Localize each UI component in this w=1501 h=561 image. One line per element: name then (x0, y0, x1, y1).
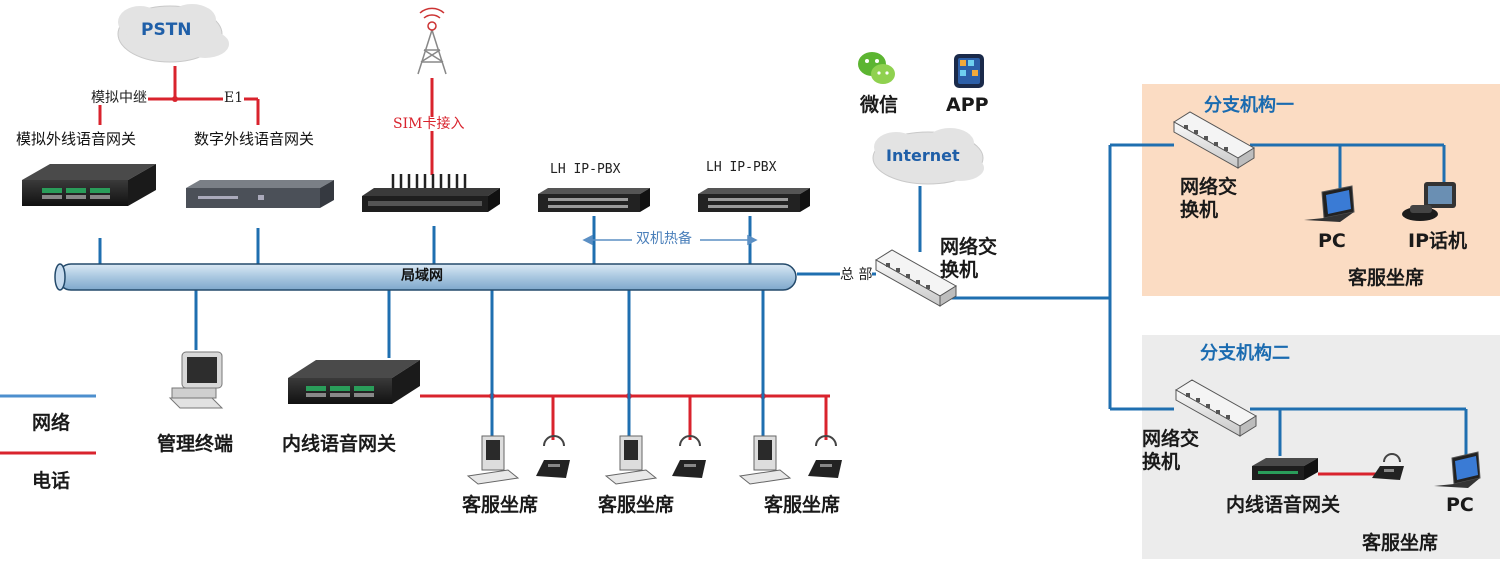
admin-computer-icon (168, 351, 224, 409)
lan-label: 局域网 (401, 268, 443, 284)
internet-label: Internet (886, 146, 960, 165)
agent1-phone-icon (536, 435, 570, 478)
inline-gateway-device (288, 360, 420, 404)
branch1-title: 分支机构一 (1204, 95, 1294, 116)
legend-phone-label: 电话 (32, 470, 71, 492)
pbx-b-label: LH IP-PBX (706, 160, 777, 175)
branch2-pc-label: PC (1446, 494, 1474, 516)
app-icon (954, 54, 984, 88)
lan-bus (54, 263, 797, 291)
branch1-switch-device (1173, 111, 1255, 169)
agent2-desktop-icon (604, 435, 658, 485)
analog-gateway-label: 模拟外线语音网关 (16, 130, 137, 148)
agent3-desktop-icon (738, 435, 792, 485)
branch2-phone-icon (1372, 453, 1404, 480)
hot-standby-label: 双机热备 (636, 231, 692, 247)
agent2-label: 客服坐席 (598, 494, 675, 516)
branch2-switch-device (1175, 379, 1257, 437)
branch2-laptop-icon (1434, 451, 1481, 488)
analog-gateway-device (22, 164, 156, 206)
branch1-ip-phone-label: IP话机 (1408, 230, 1467, 252)
branch1-switch-label: 网络交 换机 (1180, 176, 1238, 221)
branch2-gateway-label: 内线语音网关 (1226, 494, 1341, 516)
e1-label: E1 (223, 90, 245, 106)
agent1-label: 客服坐席 (462, 494, 539, 516)
cell-tower-icon (417, 7, 447, 75)
inline-gateway-label: 内线语音网关 (282, 433, 397, 455)
digital-gateway-label: 数字外线语音网关 (194, 130, 315, 148)
analog-trunk-label: 模拟中继 (90, 90, 148, 106)
hot-standby-arrow (582, 234, 758, 246)
network-lines (98, 143, 1468, 456)
branch2-agent-label: 客服坐席 (1362, 532, 1439, 554)
hq-label: 总 部 (840, 267, 873, 283)
pstn-cloud (117, 4, 229, 63)
internet-cloud (872, 128, 984, 185)
branch2-gateway-device (1252, 458, 1318, 480)
digital-gateway-device (186, 180, 334, 208)
branch1-pc-label: PC (1318, 230, 1346, 252)
branch1-agent-label: 客服坐席 (1348, 267, 1425, 289)
sim-access-label: SIM卡接入 (393, 116, 465, 132)
agent3-label: 客服坐席 (764, 494, 841, 516)
agent1-desktop-icon (466, 435, 520, 485)
agent3-phone-icon (808, 435, 842, 478)
pbx-a-device (538, 188, 650, 212)
agent2-phone-icon (672, 435, 706, 478)
branch2-switch-label: 网络交 换机 (1142, 428, 1200, 473)
pstn-label: PSTN (141, 20, 192, 40)
branch2-title: 分支机构二 (1200, 343, 1290, 364)
wechat-label: 微信 (860, 94, 899, 116)
wechat-icon (858, 52, 895, 84)
hq-switch-label: 网络交 换机 (940, 236, 998, 281)
branch1-laptop-icon (1304, 185, 1355, 222)
sim-gateway-device (362, 174, 500, 212)
hq-switch-device (875, 249, 957, 307)
pbx-a-label: LH IP-PBX (550, 162, 621, 177)
admin-terminal-label: 管理终端 (157, 433, 234, 455)
app-label: APP (946, 94, 989, 116)
branch1-ip-phone-icon (1402, 182, 1456, 221)
legend-network-label: 网络 (32, 412, 71, 434)
pbx-b-device (698, 188, 810, 212)
branch2-panel (1142, 335, 1500, 559)
